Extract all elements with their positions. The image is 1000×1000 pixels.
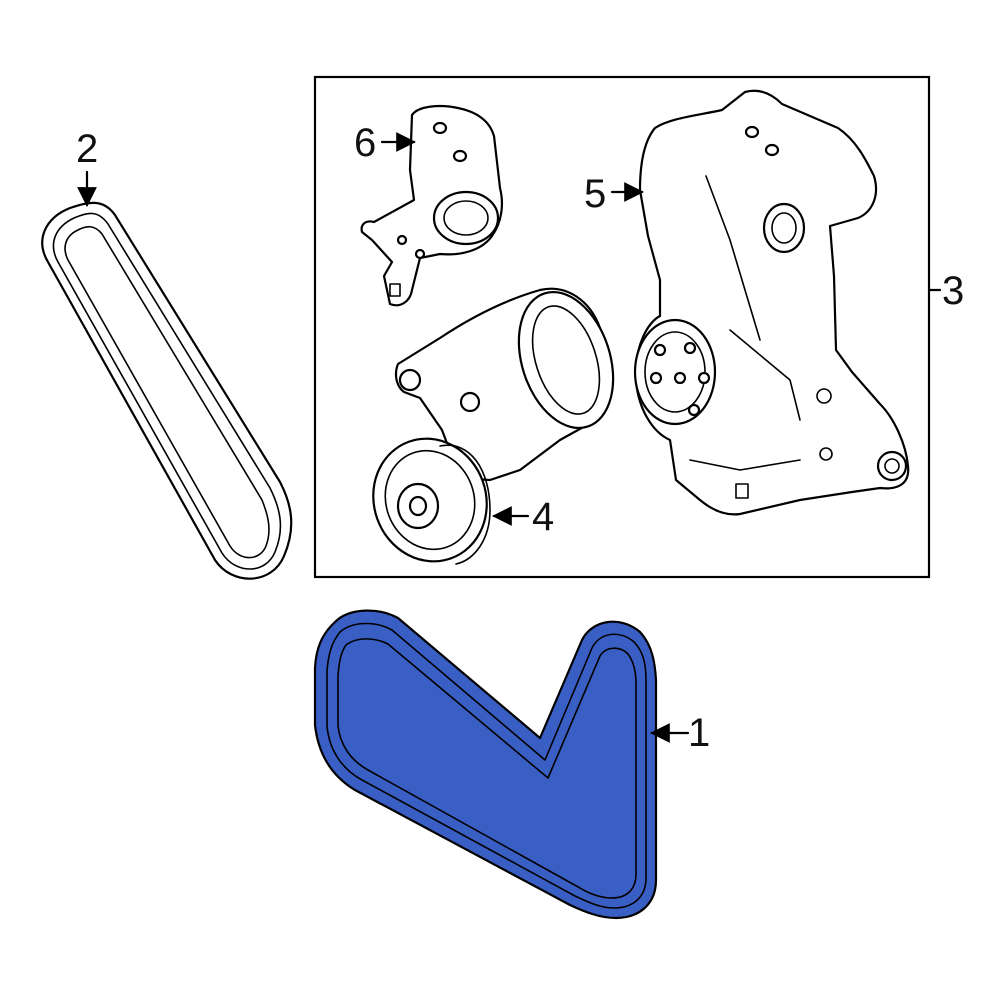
callout-part-2: 2 bbox=[76, 127, 98, 171]
callout-part-4: 4 bbox=[532, 495, 554, 539]
belt-part-1-highlighted[interactable] bbox=[313, 609, 658, 920]
mount-bracket-part-5[interactable] bbox=[633, 89, 910, 516]
belt-part-2[interactable] bbox=[41, 201, 293, 580]
callout-part-1: 1 bbox=[688, 711, 710, 755]
tensioner-part-4[interactable] bbox=[356, 280, 629, 578]
callout-part-5: 5 bbox=[584, 172, 606, 216]
bracket-part-6[interactable] bbox=[360, 104, 503, 307]
callout-part-3: 3 bbox=[942, 269, 964, 313]
callout-part-6: 6 bbox=[354, 121, 376, 165]
assembly-box-part-3 bbox=[313, 75, 931, 579]
